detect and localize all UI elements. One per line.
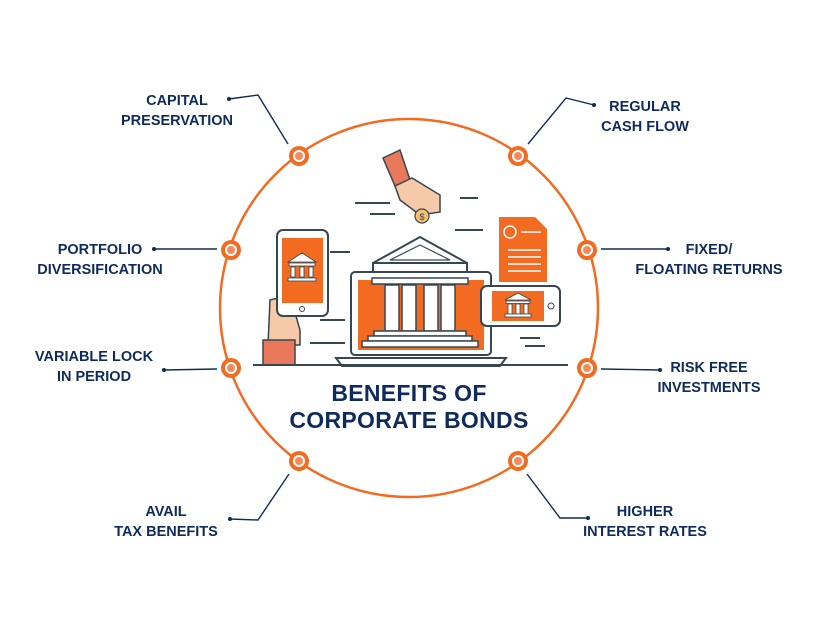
- node-risk-free-investments: [577, 358, 597, 378]
- node-portfolio-diversification: [221, 240, 241, 260]
- leader-lines: [152, 94, 670, 521]
- label-variable-lock-1: VARIABLE LOCK: [35, 349, 154, 365]
- label-avail-tax-benefits-1: AVAIL: [145, 504, 186, 520]
- label-higher-interest-rates-2: INTEREST RATES: [583, 524, 707, 540]
- label-capital-preservation-1: CAPITAL: [146, 93, 208, 109]
- node-variable-lock-in-period: [221, 358, 241, 378]
- certificate-icon: [499, 217, 547, 282]
- label-risk-free-2: INVESTMENTS: [657, 380, 760, 396]
- label-risk-free-1: RISK FREE: [670, 360, 748, 376]
- label-capital-preservation-2: PRESERVATION: [121, 113, 233, 129]
- mobile-bank-icon: [480, 285, 561, 327]
- node-higher-interest-rates: [508, 451, 528, 471]
- hand-with-coin-icon: $: [382, 148, 441, 224]
- bank-illustration: $: [253, 148, 568, 367]
- label-regular-cash-flow-1: REGULAR: [609, 99, 681, 115]
- node-regular-cash-flow: [508, 146, 528, 166]
- title-line-2: CORPORATE BONDS: [289, 407, 528, 433]
- node-avail-tax-benefits: [289, 451, 309, 471]
- label-portfolio-diversification-1: PORTFOLIO: [58, 242, 143, 258]
- label-avail-tax-benefits-2: TAX BENEFITS: [114, 524, 218, 540]
- label-portfolio-diversification-2: DIVERSIFICATION: [37, 262, 162, 278]
- benefit-ring: [218, 117, 600, 499]
- label-higher-interest-rates-1: HIGHER: [617, 504, 674, 520]
- coin-symbol: $: [419, 212, 424, 222]
- node-capital-preservation: [289, 146, 309, 166]
- title-line-1: BENEFITS OF: [331, 380, 486, 406]
- label-fixed-floating-returns-2: FLOATING RETURNS: [635, 262, 782, 278]
- benefit-labels: CAPITAL PRESERVATION REGULAR CASH FLOW P…: [35, 93, 783, 540]
- phone-in-hand-icon: [262, 229, 329, 366]
- node-fixed-floating-returns: [577, 240, 597, 260]
- laptop-bank-icon: [334, 235, 508, 367]
- motion-lines: [310, 197, 545, 347]
- label-variable-lock-2: IN PERIOD: [57, 369, 131, 385]
- label-regular-cash-flow-2: CASH FLOW: [601, 119, 689, 135]
- label-fixed-floating-returns-1: FIXED/: [686, 242, 733, 258]
- ring-nodes: [221, 146, 597, 471]
